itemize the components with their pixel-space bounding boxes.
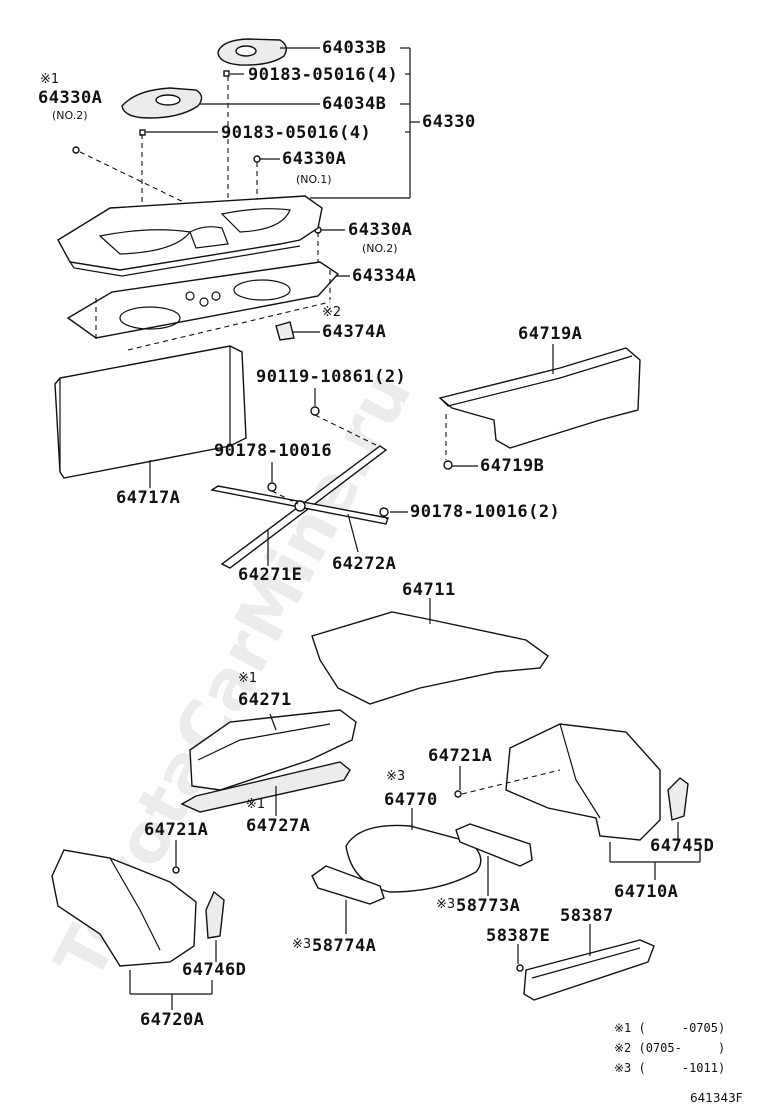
part-64711-floor-mat	[311, 611, 549, 705]
label-64745D: 64745D	[650, 836, 715, 856]
label-90183-05016-a: 90183-05016(4)	[248, 65, 399, 85]
label-64374A: 64374A	[322, 322, 387, 342]
label-64727A: 64727A	[246, 816, 311, 836]
clip-64330A-no2-left	[72, 146, 80, 154]
footnote-3: ※3 ( -1011)	[614, 1061, 726, 1075]
screw-90183-a	[223, 70, 230, 77]
clip-64721A-right	[454, 790, 462, 798]
label-64770: 64770	[384, 790, 438, 810]
label-64719A: 64719A	[518, 324, 583, 344]
label-64271E: 64271E	[238, 565, 303, 585]
clip-64719B	[443, 460, 453, 470]
bolt-90119-10861	[310, 406, 320, 416]
label-64330A-no1: 64330A	[282, 149, 347, 169]
label-64717A: 64717A	[116, 488, 181, 508]
label-64034B: 64034B	[322, 94, 387, 114]
clip-64330A-no1	[253, 155, 261, 163]
nut-90178-10016	[267, 482, 277, 492]
part-64719A-panel	[438, 347, 641, 449]
part-64374A-bracket	[275, 321, 295, 341]
label-64033B: 64033B	[322, 38, 387, 58]
mark-1-64727A: ※1	[246, 797, 266, 812]
footnote-2: ※2 (0705- )	[614, 1041, 726, 1055]
mark-3-64770: ※3	[386, 769, 406, 784]
part-58387-plate	[523, 939, 655, 1001]
label-64711: 64711	[402, 580, 456, 600]
label-90178-10016-2: 90178-10016(2)	[410, 502, 561, 522]
part-64271-panel	[189, 709, 357, 791]
sublabel-no1: (NO.1)	[296, 173, 332, 186]
label-64720A: 64720A	[140, 1010, 205, 1030]
label-64272A: 64272A	[332, 554, 397, 574]
label-90178-10016: 90178-10016	[214, 441, 333, 461]
part-64717A-board	[54, 345, 247, 479]
clip-58387E	[516, 964, 524, 972]
label-58773A: 58773A	[456, 896, 521, 916]
part-64727A-panel	[180, 761, 351, 813]
part-64710A-trim	[505, 723, 661, 841]
drawing-code: 641343F	[690, 1091, 743, 1105]
mark-3-58774A: ※3	[292, 937, 312, 952]
label-64330A-no2-right: 64330A	[348, 220, 413, 240]
label-58387E: 58387E	[486, 926, 551, 946]
label-58774A: 58774A	[312, 936, 377, 956]
sublabel-no2-right: (NO.2)	[362, 242, 398, 255]
mark-2-64374A: ※2	[322, 305, 342, 320]
part-64034B-hole	[155, 94, 181, 106]
part-64033B-hole	[235, 45, 257, 57]
clip-64721A-left	[172, 866, 180, 874]
label-90183-05016-b: 90183-05016(4)	[221, 123, 372, 143]
label-64271: 64271	[238, 690, 292, 710]
label-58387: 58387	[560, 906, 614, 926]
footnote-1: ※1 ( -0705)	[614, 1021, 726, 1035]
sublabel-no2-left: (NO.2)	[52, 109, 88, 122]
mark-1-64271: ※1	[238, 671, 258, 686]
label-64746D: 64746D	[182, 960, 247, 980]
label-64719B: 64719B	[480, 456, 545, 476]
label-90119-10861: 90119-10861(2)	[256, 367, 407, 387]
part-58774A-pad	[311, 865, 385, 905]
part-64745D-pad	[667, 777, 689, 821]
mark-3-58773A: ※3	[436, 897, 456, 912]
label-64721A-right: 64721A	[428, 746, 493, 766]
label-64721A-left: 64721A	[144, 820, 209, 840]
label-64334A: 64334A	[352, 266, 417, 286]
part-64720A-trim	[51, 849, 197, 967]
label-64330A-top-left: 64330A	[38, 88, 103, 108]
label-64330: 64330	[422, 112, 476, 132]
part-58773A-pad	[455, 823, 533, 867]
label-64710A: 64710A	[614, 882, 679, 902]
mark-1-64330A: ※1	[40, 72, 60, 87]
nut-90178-10016-2	[379, 507, 389, 517]
part-64746D-pad	[205, 890, 225, 939]
